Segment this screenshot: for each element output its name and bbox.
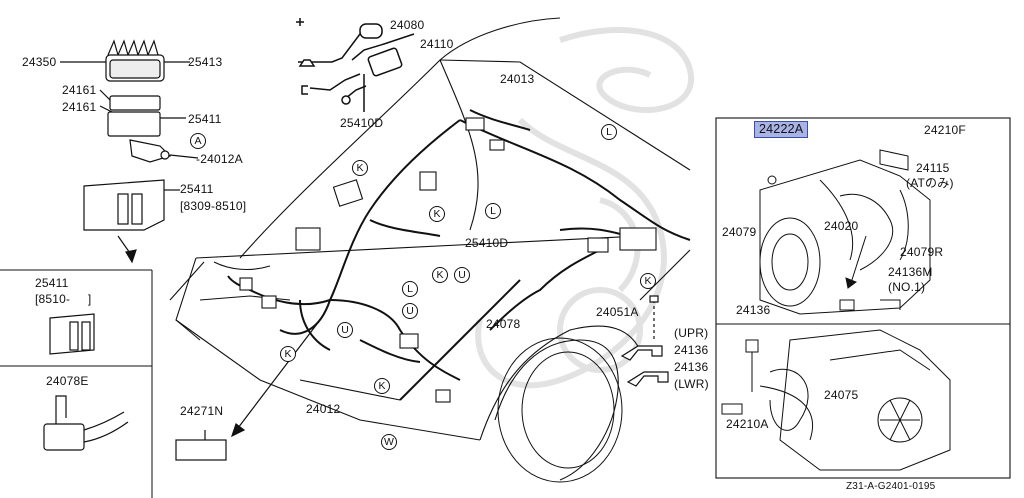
label-24079[interactable]: 24079 bbox=[722, 225, 757, 239]
mount-brackets bbox=[620, 295, 669, 387]
callout-l-3: L bbox=[402, 281, 418, 297]
label-24012a[interactable]: -24012A bbox=[196, 152, 243, 166]
ground-strap bbox=[175, 430, 227, 461]
label-lwr: (LWR) bbox=[674, 377, 709, 391]
label-upr: (UPR) bbox=[674, 326, 709, 340]
transmission-arrow bbox=[845, 277, 858, 289]
callout-k-6: K bbox=[374, 378, 390, 394]
label-24075[interactable]: 24075 bbox=[824, 388, 859, 402]
down-arrow bbox=[117, 235, 137, 264]
callout-u-1: U bbox=[454, 267, 470, 283]
battery-cables bbox=[296, 18, 415, 112]
label-24136-engine[interactable]: 24136 bbox=[736, 303, 771, 317]
relay-bracket-8510 bbox=[49, 313, 95, 355]
callout-k-1: K bbox=[352, 160, 368, 176]
label-24115[interactable]: 24115 bbox=[916, 161, 950, 175]
label-24222a-highlighted[interactable]: 24222A bbox=[754, 121, 809, 138]
label-24161-a[interactable]: 24161 bbox=[62, 83, 97, 97]
label-24136-upr[interactable]: 24136 bbox=[674, 343, 709, 357]
callout-k-2: K bbox=[429, 206, 445, 222]
label-25411-c[interactable]: 25411 bbox=[35, 276, 69, 290]
main-harness bbox=[227, 109, 691, 401]
front-wheel bbox=[497, 337, 623, 483]
relay-bracket-parts bbox=[83, 89, 199, 231]
label-24051a[interactable]: 24051A bbox=[596, 305, 639, 319]
leader-arrow-24271n bbox=[230, 319, 321, 438]
label-24013[interactable]: 24013 bbox=[500, 72, 535, 86]
engine-sketch bbox=[721, 329, 951, 471]
label-24350[interactable]: 24350 bbox=[22, 55, 57, 69]
label-24210a[interactable]: 24210A bbox=[726, 417, 769, 431]
relay-block bbox=[60, 39, 190, 82]
label-range-8309-8510: [8309-8510] bbox=[180, 199, 247, 213]
callout-k-4: K bbox=[640, 273, 656, 289]
callout-l-1: L bbox=[601, 124, 617, 140]
callout-u-3: U bbox=[337, 322, 353, 338]
label-range-8510: [8510- ] bbox=[35, 292, 92, 306]
label-at-only: (ATのみ) bbox=[906, 176, 954, 190]
label-24078[interactable]: 24078 bbox=[486, 317, 521, 331]
callout-l-2: L bbox=[485, 203, 501, 219]
label-25413[interactable]: 25413 bbox=[188, 55, 223, 69]
connector-24078e bbox=[43, 395, 129, 451]
label-25410d-top[interactable]: 25410D bbox=[340, 116, 384, 130]
left-panel-lines bbox=[0, 269, 153, 498]
label-24110[interactable]: 24110 bbox=[420, 37, 454, 51]
right-panel-frames bbox=[715, 117, 1011, 479]
callout-u-2: U bbox=[402, 303, 418, 319]
transmission-sketch bbox=[759, 149, 931, 315]
callout-a: A bbox=[190, 133, 206, 149]
label-24161-b[interactable]: 24161 bbox=[62, 100, 97, 114]
label-24271n[interactable]: 24271N bbox=[180, 404, 224, 418]
label-25411-b[interactable]: 25411 bbox=[180, 182, 214, 196]
label-25410d-mid[interactable]: 25410D bbox=[465, 236, 509, 250]
harness-connectors bbox=[239, 117, 657, 403]
label-24136-lwr[interactable]: 24136 bbox=[674, 360, 709, 374]
label-24210f[interactable]: 24210F bbox=[924, 123, 966, 137]
label-24012[interactable]: 24012 bbox=[306, 402, 341, 416]
label-no1: (NO.1) bbox=[888, 280, 926, 294]
callout-k-3: K bbox=[432, 267, 448, 283]
label-25411-a[interactable]: 25411 bbox=[188, 112, 222, 126]
label-24080[interactable]: 24080 bbox=[390, 18, 425, 32]
diagram-reference-code: Z31-A-G2401-0195 bbox=[846, 481, 936, 492]
label-24136m[interactable]: 24136M bbox=[888, 265, 933, 279]
car-body-outline bbox=[169, 17, 691, 481]
label-24078e[interactable]: 24078E bbox=[46, 374, 89, 388]
label-24079r[interactable]: 24079R bbox=[900, 245, 944, 259]
callout-k-5: K bbox=[280, 346, 296, 362]
callout-w: W bbox=[381, 434, 397, 450]
label-24020[interactable]: 24020 bbox=[824, 219, 859, 233]
